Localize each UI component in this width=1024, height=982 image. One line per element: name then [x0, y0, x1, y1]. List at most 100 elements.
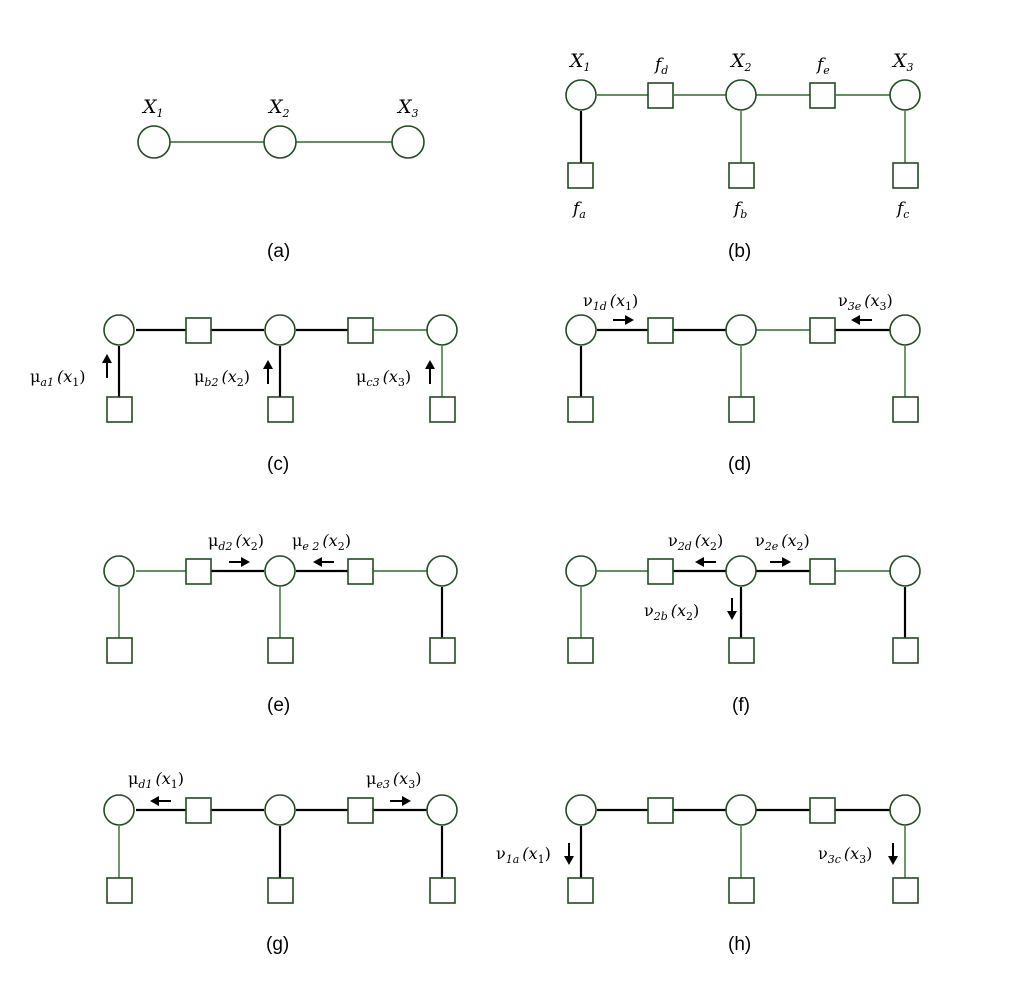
factor-node-fe: [347, 797, 374, 824]
panel-g: μd1(x1) μe3(x3) (g): [103, 769, 458, 955]
factor-node-fe: [347, 558, 374, 585]
message-label: μe 2(x2): [292, 531, 351, 553]
message-label: ν3e(x3): [838, 291, 893, 313]
arrow-down-icon: [888, 843, 898, 865]
factor-node-fe: [809, 797, 836, 824]
arrow-left-icon: [150, 796, 171, 806]
message-label: μd2(x2): [208, 531, 264, 553]
variable-node-x2: [263, 125, 297, 159]
factor-node-fd: [647, 82, 674, 109]
factor-node-fb: [728, 162, 755, 189]
arrow-left-icon: [695, 557, 716, 567]
panel-f: ν2d(x2) ν2e(x2) ν2b(x2) (f): [565, 531, 921, 716]
panel-e: μd2(x2) μe 2(x2) (e): [103, 531, 458, 716]
arrow-up-icon: [425, 360, 435, 384]
factor-node-fc: [429, 637, 456, 664]
label-fb: fb: [732, 199, 747, 221]
caption-b: (b): [728, 241, 751, 262]
message-label: μc3(x3): [356, 367, 411, 389]
label-x1: X1: [141, 96, 164, 120]
arrow-left-icon: [851, 315, 872, 325]
message-label: ν1d(x1): [583, 291, 638, 313]
factor-node-fc: [892, 877, 919, 904]
factor-node-fc: [892, 396, 919, 423]
label-fa: fa: [571, 199, 586, 221]
label-fe: fe: [815, 55, 830, 77]
factor-node-fb: [267, 877, 294, 904]
factor-node-fa: [567, 162, 594, 189]
factor-node-fc: [892, 162, 919, 189]
variable-node-x3: [889, 79, 921, 111]
factor-node-fd: [185, 797, 212, 824]
caption-f: (f): [732, 695, 750, 716]
arrow-up-icon: [102, 354, 112, 378]
factor-node-fa: [106, 396, 133, 423]
message-label: ν2d(x2): [668, 531, 723, 553]
variable-node-x1: [103, 314, 135, 346]
variable-node-x3: [426, 794, 458, 826]
variable-node-x1: [565, 794, 597, 826]
panel-b: X1 X2 X3 fd fe fa fb fc (b): [565, 50, 921, 262]
message-label: μd1(x1): [128, 769, 184, 791]
label-x1: X1: [568, 50, 591, 74]
message-label: μa1(x1): [30, 367, 85, 389]
caption-e: (e): [267, 695, 290, 716]
variable-node-x3: [889, 794, 921, 826]
variable-node-x2: [725, 794, 757, 826]
factor-node-fe: [347, 317, 374, 344]
arrow-right-icon: [390, 796, 411, 806]
factor-node-fc: [892, 637, 919, 664]
variable-node-x2: [264, 314, 296, 346]
arrow-right-icon: [229, 557, 250, 567]
arrow-right-icon: [613, 315, 634, 325]
arrow-down-icon: [727, 598, 737, 620]
label-x3: X3: [891, 50, 914, 74]
factor-node-fe: [809, 82, 836, 109]
message-label: ν2b(x2): [644, 601, 699, 623]
label-x3: X3: [396, 96, 419, 120]
variable-node-x1: [565, 79, 597, 111]
arrow-up-icon: [263, 360, 273, 384]
variable-node-x3: [889, 314, 921, 346]
factor-node-fa: [106, 637, 133, 664]
panel-h: ν1a(x1) ν3c(x3) (h): [496, 794, 921, 955]
factor-node-fa: [567, 877, 594, 904]
caption-g: (g): [266, 934, 289, 955]
variable-node-x3: [889, 555, 921, 587]
factor-node-fb: [267, 637, 294, 664]
message-label: μb2(x2): [194, 367, 250, 389]
variable-node-x2: [264, 794, 296, 826]
variable-node-x1: [137, 125, 171, 159]
caption-a: (a): [267, 241, 290, 262]
factor-node-fb: [728, 637, 755, 664]
arrow-right-icon: [770, 557, 791, 567]
factor-node-fa: [567, 396, 594, 423]
message-label: ν3c(x3): [818, 844, 872, 866]
caption-h: (h): [728, 934, 751, 955]
variable-node-x3: [426, 555, 458, 587]
factor-node-fd: [185, 558, 212, 585]
variable-node-x1: [103, 794, 135, 826]
factor-node-fd: [647, 558, 674, 585]
variable-node-x1: [565, 555, 597, 587]
factor-node-fb: [728, 396, 755, 423]
variable-node-x1: [103, 555, 135, 587]
factor-node-fd: [647, 797, 674, 824]
factor-node-fa: [567, 637, 594, 664]
message-label: ν2e(x2): [755, 531, 810, 553]
factor-node-fe: [809, 558, 836, 585]
panel-d: ν1d(x1) ν3e(x3) (d): [565, 291, 921, 475]
label-fc: fc: [895, 199, 909, 221]
arrow-down-icon: [564, 843, 574, 865]
caption-d: (d): [728, 454, 751, 475]
factor-node-fb: [728, 877, 755, 904]
factor-node-fb: [267, 396, 294, 423]
variable-node-x3: [426, 314, 458, 346]
factor-node-fd: [647, 317, 674, 344]
variable-node-x2: [725, 79, 757, 111]
message-label: μe3(x3): [366, 769, 421, 791]
factor-node-fa: [106, 877, 133, 904]
label-x2: X2: [267, 96, 290, 120]
